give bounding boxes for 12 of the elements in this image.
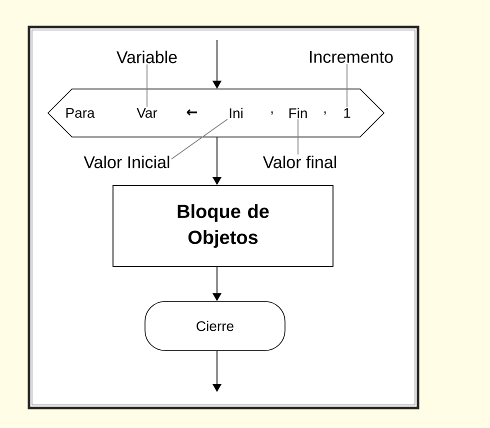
callout-label: Incremento	[310, 51, 393, 63]
callout-label: Valor Inicial	[84, 156, 170, 168]
loop-term: Var	[136, 108, 158, 118]
process-box: Bloque de Objetos	[112, 185, 334, 267]
callout-label: Valor final	[262, 156, 336, 168]
leader-line	[171, 118, 228, 160]
leader-line	[146, 64, 148, 108]
loop-term: Fin	[289, 108, 307, 118]
callout-label: Variable	[116, 50, 177, 64]
leader-line	[346, 64, 348, 108]
loop-term: 1	[344, 108, 350, 118]
loop-term: Ini	[230, 108, 242, 118]
